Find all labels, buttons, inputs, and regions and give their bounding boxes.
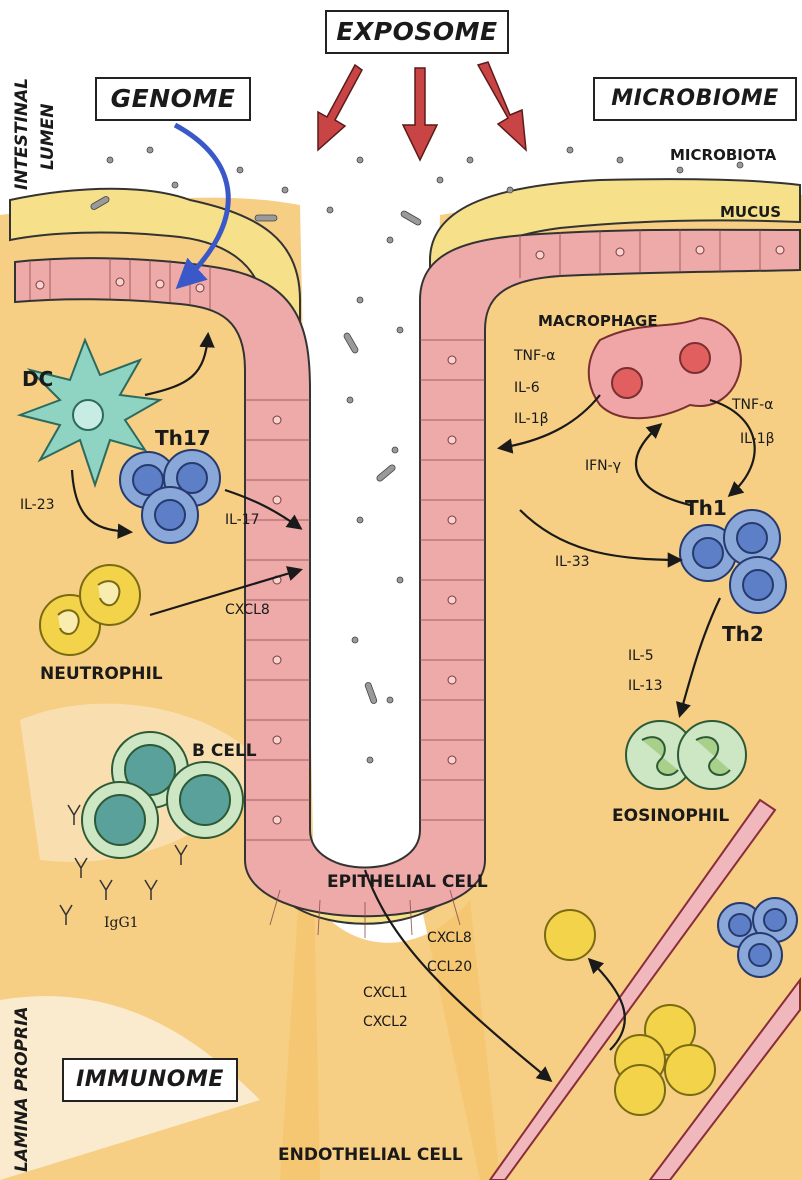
exposome-arrows bbox=[318, 62, 526, 160]
label-mucus: MUCUS bbox=[720, 203, 781, 221]
region-lamina-propria: LAMINA PROPRIA bbox=[12, 1006, 32, 1172]
cytokine-il1b-left: IL-1β bbox=[514, 411, 549, 427]
label-th17: Th17 bbox=[155, 426, 211, 450]
label-igg1: IgG1 bbox=[104, 915, 139, 931]
cytokine-il1b-right: IL-1β bbox=[740, 431, 775, 447]
label-eosinophil: EOSINOPHIL bbox=[612, 806, 729, 826]
cytokine-cxcl2: CXCL2 bbox=[363, 1014, 408, 1030]
label-microbiota: MICROBIOTA bbox=[670, 146, 776, 164]
label-b-cell: B CELL bbox=[192, 741, 257, 761]
cytokine-ifn-g: IFN-γ bbox=[585, 458, 621, 474]
cytokine-il5: IL-5 bbox=[628, 648, 654, 664]
region-intestinal: INTESTINAL bbox=[12, 78, 32, 190]
label-endothelial-cell: ENDOTHELIAL CELL bbox=[278, 1145, 463, 1165]
cytokine-il23: IL-23 bbox=[20, 497, 55, 513]
cytokine-ccl20: CCL20 bbox=[427, 959, 472, 975]
genome-box: GENOME bbox=[95, 77, 251, 121]
cytokine-cxcl1: CXCL1 bbox=[363, 985, 408, 1001]
label-th2: Th2 bbox=[722, 622, 764, 646]
cytokine-il6: IL-6 bbox=[514, 380, 540, 396]
label-macrophage: MACROPHAGE bbox=[538, 312, 658, 330]
label-epithelial-cell: EPITHELIAL CELL bbox=[327, 872, 488, 892]
microbiome-box: MICROBIOME bbox=[593, 77, 797, 121]
cytokine-il13: IL-13 bbox=[628, 678, 663, 694]
cytokine-cxcl8-bottom: CXCL8 bbox=[427, 930, 472, 946]
immunome-box: IMMUNOME bbox=[62, 1058, 238, 1102]
cytokine-cxcl8-mid: CXCL8 bbox=[225, 602, 270, 618]
exposome-box: EXPOSOME bbox=[325, 10, 509, 54]
cytokine-il17: IL-17 bbox=[225, 512, 260, 528]
region-lumen: LUMEN bbox=[38, 104, 58, 170]
label-th1: Th1 bbox=[685, 496, 727, 520]
cytokine-tnf-a-right: TNF-α bbox=[732, 397, 773, 413]
label-dc: DC bbox=[22, 367, 53, 391]
cytokine-il33: IL-33 bbox=[555, 554, 590, 570]
label-neutrophil: NEUTROPHIL bbox=[40, 664, 163, 684]
cytokine-tnf-a-left: TNF-α bbox=[514, 348, 555, 364]
